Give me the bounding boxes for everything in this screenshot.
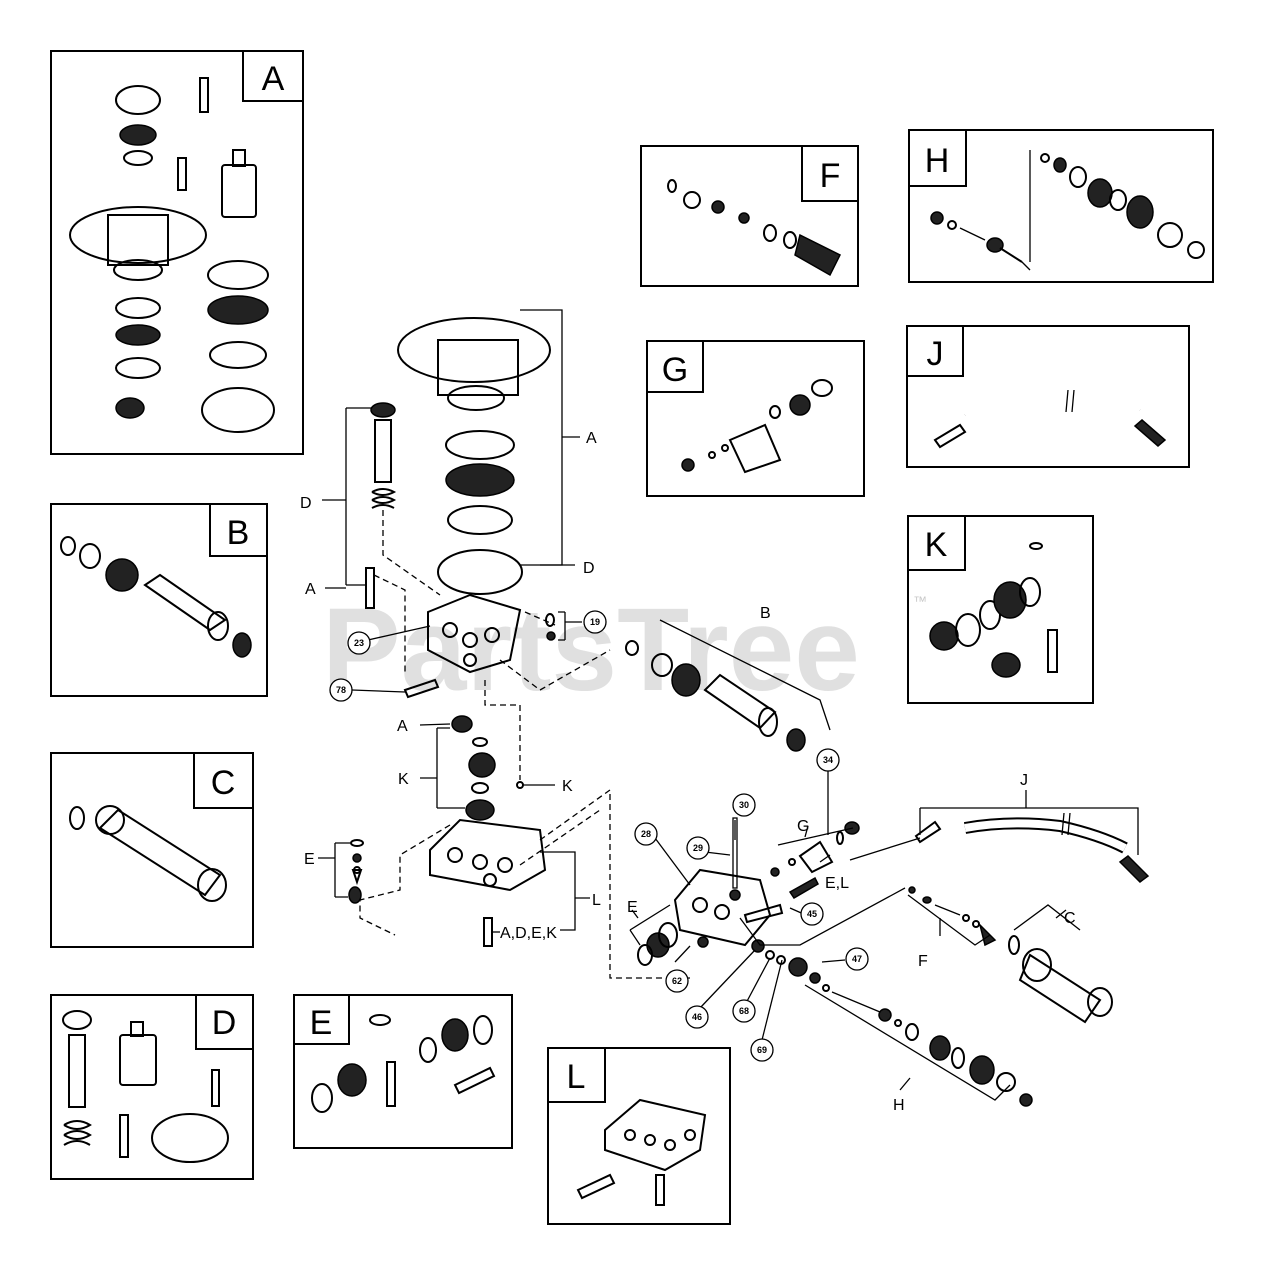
kit-letter-e: E bbox=[310, 1004, 333, 1042]
kit-letter-h: H bbox=[925, 142, 950, 180]
kit-letter-c: C bbox=[211, 764, 236, 802]
callout-d-right: D bbox=[583, 560, 595, 577]
callout-k-left: K bbox=[398, 771, 409, 788]
kit-letter-d: D bbox=[212, 1004, 237, 1042]
part-callout-29: 29 bbox=[686, 836, 710, 860]
svg-text:29: 29 bbox=[693, 843, 703, 853]
watermark-trademark: ™ bbox=[913, 593, 927, 609]
kit-box-l[interactable]: L bbox=[547, 1047, 731, 1225]
svg-text:47: 47 bbox=[852, 954, 862, 964]
callout-l: L bbox=[592, 892, 601, 909]
svg-text:62: 62 bbox=[672, 976, 682, 986]
svg-text:34: 34 bbox=[823, 755, 833, 765]
part-callout-62: 62 bbox=[665, 969, 689, 993]
kit-letter-k: K bbox=[925, 526, 948, 564]
svg-text:46: 46 bbox=[692, 1012, 702, 1022]
kit-letter-b: B bbox=[227, 514, 250, 552]
part-callout-23: 23 bbox=[347, 631, 371, 655]
kit-letter-a: A bbox=[262, 60, 285, 98]
kit-letter-l: L bbox=[567, 1058, 586, 1096]
part-callout-69: 69 bbox=[750, 1038, 774, 1062]
kit-letter-j: J bbox=[927, 335, 944, 373]
part-callout-46: 46 bbox=[685, 1005, 709, 1029]
main-assembly bbox=[348, 317, 1150, 1107]
svg-text:19: 19 bbox=[590, 617, 600, 627]
callout-j: J bbox=[1020, 772, 1028, 789]
callout-d-left: D bbox=[300, 495, 312, 512]
callout-e-right: E bbox=[627, 899, 638, 916]
kit-box-j[interactable]: J bbox=[906, 325, 1190, 468]
svg-text:69: 69 bbox=[757, 1045, 767, 1055]
callout-c: C bbox=[1064, 910, 1076, 927]
kit-box-h[interactable]: H bbox=[908, 129, 1214, 283]
svg-text:23: 23 bbox=[354, 638, 364, 648]
part-callout-28: 28 bbox=[634, 822, 658, 846]
dashed-connection-lines bbox=[359, 510, 690, 979]
kit-box-a[interactable]: A bbox=[50, 50, 304, 455]
part-callout-68: 68 bbox=[732, 999, 756, 1023]
callout-e-left: E bbox=[304, 851, 315, 868]
callout-k-right: K bbox=[562, 778, 573, 795]
svg-text:28: 28 bbox=[641, 829, 651, 839]
callout-a-top: A bbox=[586, 430, 597, 447]
svg-text:68: 68 bbox=[739, 1006, 749, 1016]
svg-text:45: 45 bbox=[807, 909, 817, 919]
kit-letter-f: F bbox=[820, 157, 841, 195]
callout-b: B bbox=[760, 605, 771, 622]
callout-a-mid: A bbox=[397, 718, 408, 735]
kit-box-f[interactable]: F bbox=[640, 145, 859, 287]
kit-box-c[interactable]: C bbox=[50, 752, 254, 948]
callout-h: H bbox=[893, 1097, 905, 1114]
callout-a-left: A bbox=[305, 581, 316, 598]
part-number-callouts: 23 19 78 28 29 30 34 45 bbox=[329, 610, 869, 1062]
part-callout-34: 34 bbox=[816, 748, 840, 772]
callout-f: F bbox=[918, 953, 928, 970]
part-callout-47: 47 bbox=[845, 947, 869, 971]
callout-adek: A,D,E,K bbox=[500, 925, 557, 942]
part-callout-19: 19 bbox=[583, 610, 607, 634]
kit-box-g[interactable]: G bbox=[646, 340, 865, 497]
callout-el: E,L bbox=[825, 875, 849, 892]
kit-box-b[interactable]: B bbox=[50, 503, 268, 697]
kit-letter-g: G bbox=[662, 351, 688, 389]
kit-box-k[interactable]: K bbox=[907, 515, 1094, 704]
part-callout-78: 78 bbox=[329, 678, 353, 702]
part-callout-45: 45 bbox=[800, 902, 824, 926]
kit-box-e[interactable]: E bbox=[293, 994, 513, 1149]
svg-text:78: 78 bbox=[336, 685, 346, 695]
watermark: PartsTree bbox=[322, 584, 860, 716]
kit-box-d[interactable]: D bbox=[50, 994, 254, 1180]
callout-g: G bbox=[797, 818, 809, 835]
part-callout-30: 30 bbox=[732, 793, 756, 817]
letter-callouts: A D D A B A K K E L A,D,E,K G E,L J E C … bbox=[300, 430, 1076, 1114]
leader-lines bbox=[318, 309, 1139, 1101]
svg-text:30: 30 bbox=[739, 800, 749, 810]
